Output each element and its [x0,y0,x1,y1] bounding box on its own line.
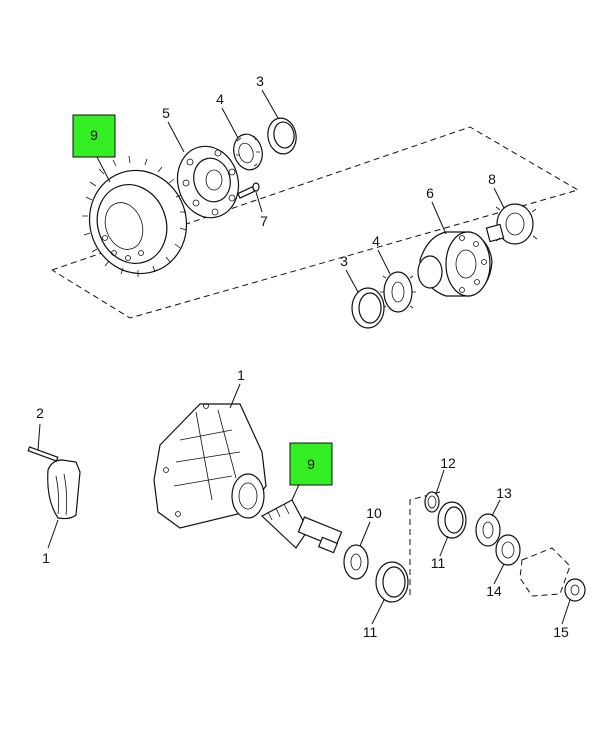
axle-housing [153,403,267,529]
yoke-ghost [519,547,571,597]
callout-15[interactable]: 15 [553,624,569,640]
callout-11-b[interactable]: 11 [363,624,378,640]
outer-bearing-cone [475,513,501,547]
differential-case-half [176,145,240,219]
bearing-cone-mid [380,271,416,313]
pinion-bearing-cup-outer [375,561,409,603]
callout-12[interactable]: 12 [440,455,456,471]
callout-5[interactable]: 5 [162,105,170,121]
highlight-box-9-bottom [289,442,333,486]
callout-9-top[interactable]: 9 [90,127,98,143]
pinion-bearing-cone [343,544,369,580]
callout-9-bottom[interactable]: 9 [307,456,315,472]
callout-7[interactable]: 7 [260,213,268,229]
bearing-cone-top [233,133,263,171]
bearing-cup-top [267,117,297,155]
callout-1-top[interactable]: 1 [237,367,245,383]
callout-6[interactable]: 6 [426,185,434,201]
callout-1-left[interactable]: 1 [42,550,50,566]
callout-11-a[interactable]: 11 [431,555,446,571]
bearing-cup-mid [351,287,385,329]
ring-gear-top [82,155,188,277]
leader-lines [37,89,571,625]
differential-carrier [417,231,493,297]
pinion-seal [495,534,521,566]
drive-pinion [260,499,343,554]
callout-13[interactable]: 13 [496,485,512,501]
highlight-box-9-top [72,114,116,158]
pinion-nut [564,578,586,602]
snap-ring [424,491,440,513]
side-gear-assembly [485,203,538,245]
callout-10[interactable]: 10 [366,505,382,521]
callout-4-mid[interactable]: 4 [372,233,380,249]
case-bolt [237,182,260,199]
pinion-bearing-cup-inner [437,501,467,539]
callout-3-mid[interactable]: 3 [340,253,348,269]
callout-4-top[interactable]: 4 [216,91,224,107]
assembly-dashed-outline [51,126,580,319]
callout-3-top[interactable]: 3 [256,73,264,89]
bearing-cap [27,446,81,520]
callout-14[interactable]: 14 [486,583,502,599]
callout-2[interactable]: 2 [36,405,44,421]
callout-8[interactable]: 8 [488,171,496,187]
